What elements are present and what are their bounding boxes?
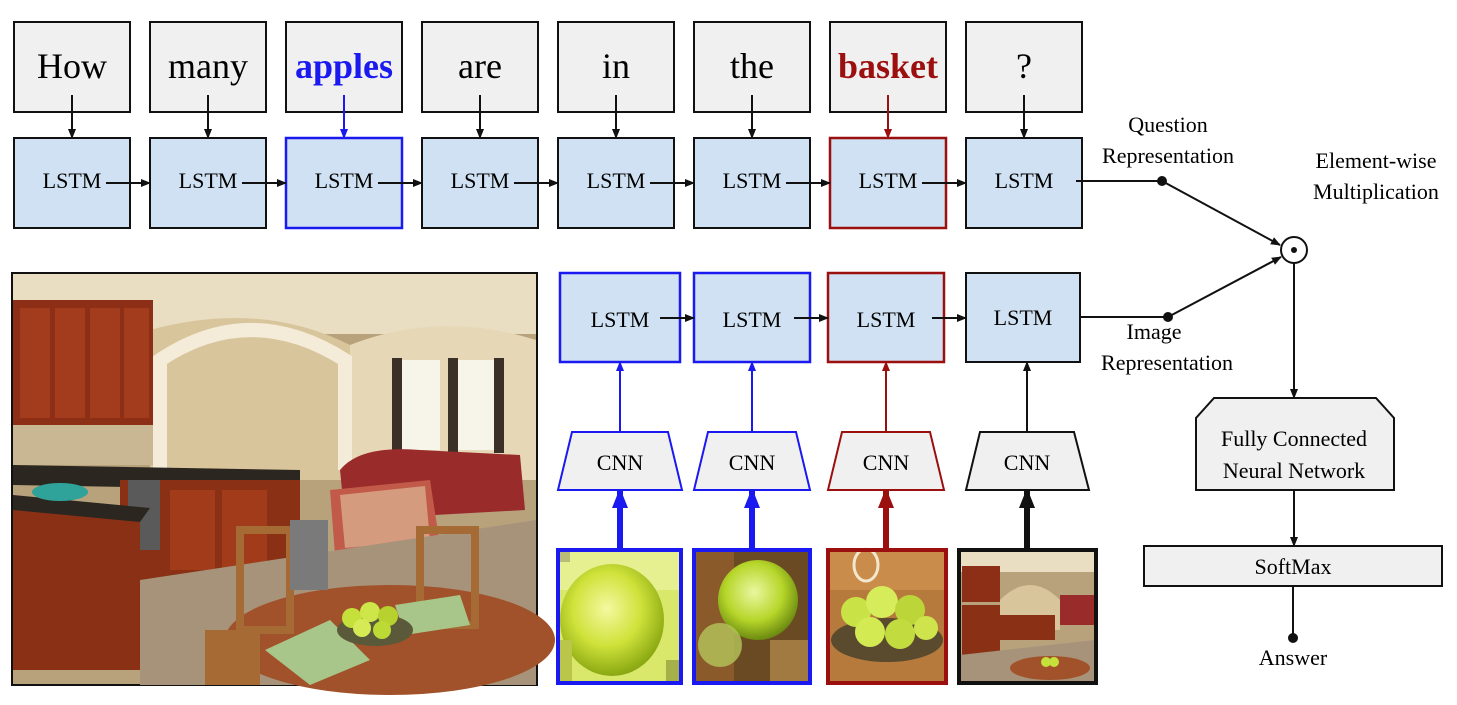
fc-label-line2: Neural Network: [1223, 458, 1365, 483]
cnn-block: CNN: [964, 431, 1091, 491]
fc-label-line1: Fully Connected: [1221, 426, 1367, 451]
cnn-block: CNN: [556, 431, 684, 491]
lstm-cell: LSTM: [826, 271, 946, 364]
image-representation-label-line1: Image: [1127, 319, 1182, 344]
cnn-block: CNN: [826, 431, 946, 491]
word-label: the: [730, 46, 774, 86]
answer-node: [1288, 633, 1298, 643]
answer-label: Answer: [1259, 645, 1328, 670]
question-representation-label-line1: Question: [1128, 112, 1207, 137]
cnn-label: CNN: [729, 450, 776, 475]
image-patches: [556, 547, 1098, 685]
lstm-label: LSTM: [723, 307, 782, 332]
cnn-label: CNN: [1004, 450, 1051, 475]
lstm-label: LSTM: [995, 168, 1054, 193]
lstm-cell: LSTM: [557, 137, 675, 229]
word-label: many: [168, 46, 248, 86]
question-word-boxes: How many apples are in the basket ?: [13, 21, 1083, 113]
lstm-label: LSTM: [179, 168, 238, 193]
fruit-basket-patch: [826, 547, 948, 685]
word-label: How: [37, 46, 107, 86]
lstm-cell: LSTM: [692, 271, 812, 364]
kitchen-thumbnail: [957, 548, 1098, 685]
word-box: many: [149, 21, 267, 113]
patch-to-cnn-arrows: [612, 488, 1035, 550]
lstm-label: LSTM: [43, 168, 102, 193]
word-label: apples: [295, 46, 393, 86]
apple-closeup-patch: [692, 548, 812, 685]
ew-label-line1: Element-wise: [1316, 148, 1437, 173]
word-label: ?: [1016, 46, 1032, 86]
lstm-cell: LSTM: [965, 137, 1083, 229]
cnn-label: CNN: [597, 450, 644, 475]
lstm-label: LSTM: [591, 307, 650, 332]
cnn-block: CNN: [692, 431, 812, 491]
lstm-cell: LSTM: [965, 272, 1081, 363]
softmax-label: SoftMax: [1255, 554, 1332, 579]
apple-closeup-patch: [556, 548, 683, 685]
cnn-label: CNN: [863, 450, 910, 475]
question-lstm-chain: LSTM LSTM LSTM LSTM LSTM LSTM LSTM LSTM: [13, 136, 1083, 230]
lstm-cell: LSTM: [13, 137, 131, 229]
lstm-label: LSTM: [859, 168, 918, 193]
question-representation-connector: Question Representation: [1076, 112, 1281, 246]
kitchen-photo: [11, 272, 555, 695]
lstm-label: LSTM: [587, 168, 646, 193]
lstm-label: LSTM: [451, 168, 510, 193]
lstm-label: LSTM: [857, 307, 916, 332]
word-label: in: [602, 46, 630, 86]
word-label: basket: [838, 46, 938, 86]
softmax-block: SoftMax: [1143, 545, 1443, 587]
ew-label-line2: Multiplication: [1313, 179, 1439, 204]
cnn-to-lstm-arrows: [616, 361, 1031, 432]
cnn-blocks: CNN CNN CNN CNN: [556, 431, 1091, 491]
lstm-label: LSTM: [994, 305, 1053, 330]
word-box: ?: [965, 21, 1083, 113]
image-lstm-chain: LSTM LSTM LSTM LSTM: [558, 271, 1081, 364]
word-to-lstm-arrows: [68, 95, 1028, 139]
lstm-label: LSTM: [723, 168, 782, 193]
element-wise-multiplication-node: Element-wise Multiplication: [1280, 148, 1439, 264]
image-representation-connector: Image Representation: [1080, 256, 1282, 375]
lstm-label: LSTM: [315, 168, 374, 193]
word-label: are: [458, 46, 502, 86]
question-representation-label-line2: Representation: [1102, 143, 1234, 168]
fully-connected-block: Fully Connected Neural Network: [1195, 397, 1395, 491]
image-representation-label-line2: Representation: [1101, 350, 1233, 375]
